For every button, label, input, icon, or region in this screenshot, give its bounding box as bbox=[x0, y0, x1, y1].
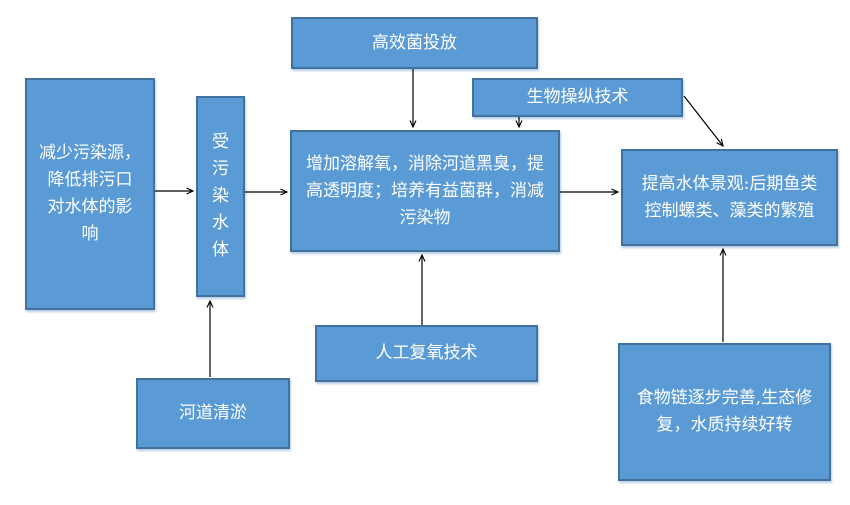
node-reduce-pollution-source: 减少污染源， 降低排污口 对水体的影 响 bbox=[25, 78, 155, 310]
node-landscape-improvement-label: 提高水体景观:后期鱼类 控制螺类、藻类的繁殖 bbox=[641, 173, 818, 221]
node-food-chain: 食物链逐步完善,生态修 复，水质持续好转 bbox=[618, 343, 831, 481]
node-polluted-water-label: 受 污 染 水 体 bbox=[212, 132, 229, 260]
node-treatment-effects: 增加溶解氧，消除河道黑臭，提 高透明度；培养有益菌群，消减 污染物 bbox=[290, 130, 560, 252]
node-biomanipulation: 生物操纵技术 bbox=[472, 78, 683, 117]
arrow-biomanipulation-to-landscape-improvement bbox=[683, 95, 724, 148]
node-biomanipulation-label: 生物操纵技术 bbox=[526, 87, 629, 107]
node-bacteria-dosing-label: 高效菌投放 bbox=[372, 32, 457, 53]
node-food-chain-label: 食物链逐步完善,生态修 复，水质持续好转 bbox=[636, 388, 813, 435]
node-reduce-pollution-source-label: 减少污染源， 降低排污口 对水体的影 响 bbox=[39, 143, 141, 244]
node-treatment-effects-label: 增加溶解氧，消除河道黑臭，提 高透明度；培养有益菌群，消减 污染物 bbox=[306, 153, 544, 228]
node-artificial-reoxygenation-label: 人工复氧技术 bbox=[375, 343, 478, 363]
node-artificial-reoxygenation: 人工复氧技术 bbox=[315, 325, 538, 382]
node-polluted-water: 受 污 染 水 体 bbox=[196, 96, 245, 297]
node-landscape-improvement: 提高水体景观:后期鱼类 控制螺类、藻类的繁殖 bbox=[621, 149, 838, 246]
node-river-dredging-label: 河道清淤 bbox=[179, 403, 247, 423]
node-river-dredging: 河道清淤 bbox=[136, 378, 290, 449]
node-bacteria-dosing: 高效菌投放 bbox=[291, 17, 538, 69]
